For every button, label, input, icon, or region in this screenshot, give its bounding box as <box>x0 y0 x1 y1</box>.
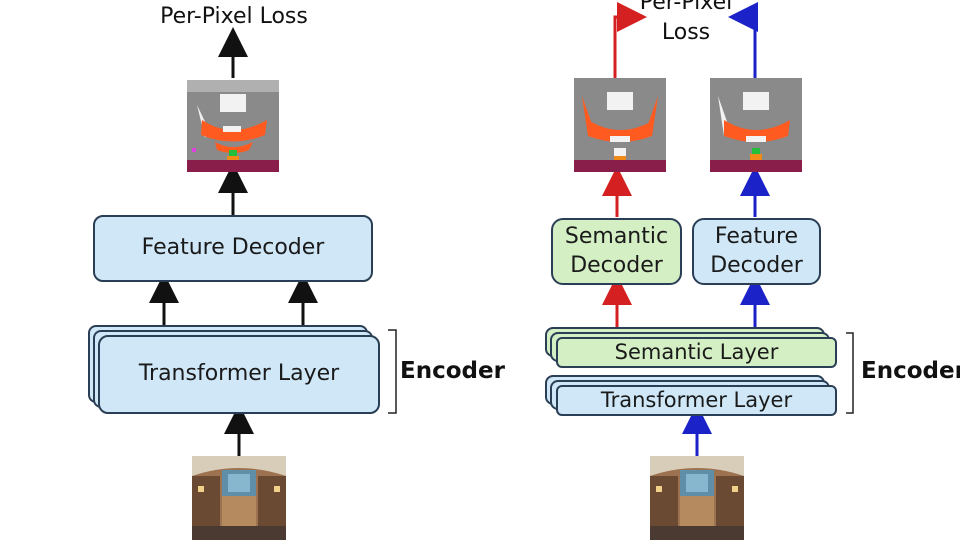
arrow-right-blue-output <box>728 2 758 78</box>
left-encoder-label: Encoder <box>400 358 505 384</box>
semantic-decoder-box: Semantic Decoder <box>551 218 682 285</box>
right-input-image <box>650 456 744 540</box>
left-input-image <box>192 456 286 540</box>
arrow-right-red-output <box>613 2 647 78</box>
right-segmentation-map-semantic <box>574 78 666 172</box>
transformer-layer-box: Transformer Layer <box>98 335 380 414</box>
right-transformer-layer-box: Transformer Layer <box>556 385 837 416</box>
left-segmentation-map <box>187 80 279 172</box>
bracket-right-encoder <box>846 332 854 414</box>
bracket-left-encoder <box>388 329 397 414</box>
cropped-heading-fragment <box>42 0 120 4</box>
right-feature-decoder-box: Feature Decoder <box>692 218 821 285</box>
right-segmentation-map-feature <box>710 78 802 172</box>
semantic-layer-box: Semantic Layer <box>556 337 837 368</box>
feature-decoder-box: Feature Decoder <box>93 215 373 282</box>
left-output-label: Per-Pixel Loss <box>160 4 308 29</box>
right-encoder-label: Encoder <box>861 358 960 384</box>
right-output-label: Per-Pixel Loss <box>639 0 733 45</box>
